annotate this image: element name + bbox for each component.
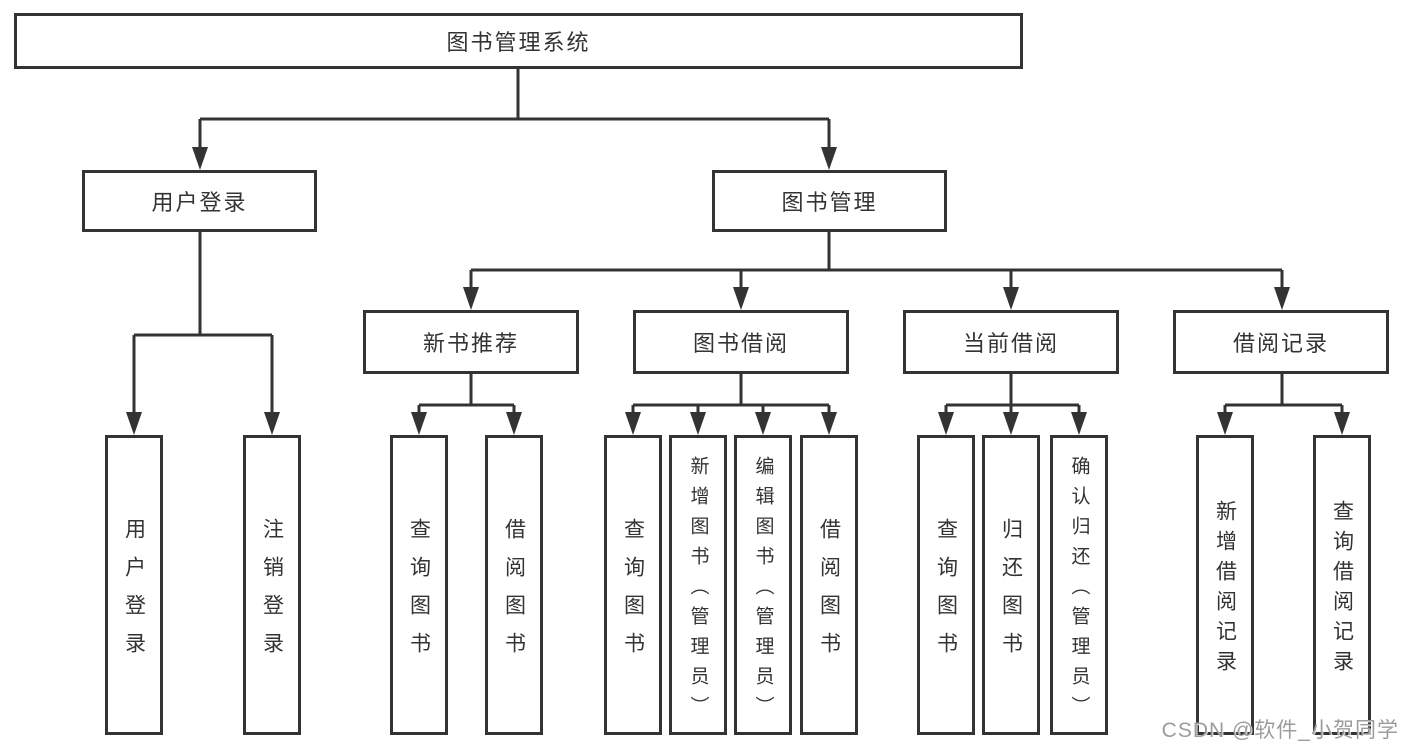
node-root: 图书管理系统 bbox=[14, 13, 1023, 69]
connector-root-to-level2 bbox=[192, 69, 837, 170]
node-new-book-rec-label: 新书推荐 bbox=[422, 331, 519, 356]
node-root-label: 图书管理系统 bbox=[446, 30, 591, 55]
connector-book-borrow-children bbox=[625, 374, 837, 435]
leaf-borrow-books-2-label: 借阅图书 bbox=[817, 517, 841, 670]
leaf-query-books-3-label: 查询图书 bbox=[934, 517, 958, 670]
connector-new-book-rec-children bbox=[411, 374, 522, 435]
arrowhead bbox=[733, 287, 749, 310]
arrowhead bbox=[126, 412, 142, 435]
node-user-login: 用户登录 bbox=[82, 170, 317, 232]
leaf-query-borrow-record: 查询借阅记录 bbox=[1313, 435, 1371, 735]
arrowhead bbox=[192, 147, 208, 170]
arrowhead bbox=[821, 147, 837, 170]
connector-user-login-children bbox=[126, 232, 280, 435]
leaf-confirm-return-admin: 确认归还（管理员） bbox=[1050, 435, 1108, 735]
arrowhead bbox=[1003, 412, 1019, 435]
node-book-mgmt: 图书管理 bbox=[712, 170, 947, 232]
leaf-add-borrow-record: 新增借阅记录 bbox=[1196, 435, 1254, 735]
arrowhead bbox=[755, 412, 771, 435]
arrowhead bbox=[463, 287, 479, 310]
connector-current-borrow-children bbox=[938, 374, 1087, 435]
node-book-borrow: 图书借阅 bbox=[633, 310, 849, 374]
connector-borrow-records-children bbox=[1217, 374, 1350, 435]
arrowhead bbox=[1274, 287, 1290, 310]
leaf-add-borrow-record-label: 新增借阅记录 bbox=[1213, 499, 1237, 680]
arrowhead bbox=[690, 412, 706, 435]
leaf-add-book-admin: 新增图书（管理员） bbox=[669, 435, 727, 735]
leaf-query-borrow-record-label: 查询借阅记录 bbox=[1330, 499, 1354, 680]
node-new-book-rec: 新书推荐 bbox=[363, 310, 579, 374]
arrowhead bbox=[625, 412, 641, 435]
leaf-borrow-books-2: 借阅图书 bbox=[800, 435, 858, 735]
leaf-logout: 注销登录 bbox=[243, 435, 301, 735]
leaf-user-login: 用户登录 bbox=[105, 435, 163, 735]
connector-book-mgmt-children bbox=[463, 232, 1290, 310]
arrowhead bbox=[1334, 412, 1350, 435]
arrowhead bbox=[411, 412, 427, 435]
node-book-mgmt-label: 图书管理 bbox=[781, 190, 878, 215]
leaf-confirm-return-admin-label: 确认归还（管理员） bbox=[1068, 455, 1090, 726]
arrowhead bbox=[1071, 412, 1087, 435]
arrowhead bbox=[821, 412, 837, 435]
leaf-borrow-books-1: 借阅图书 bbox=[485, 435, 543, 735]
leaf-add-book-admin-label: 新增图书（管理员） bbox=[687, 455, 709, 726]
leaf-query-books-3: 查询图书 bbox=[917, 435, 975, 735]
leaf-edit-book-admin: 编辑图书（管理员） bbox=[734, 435, 792, 735]
leaf-logout-label: 注销登录 bbox=[260, 517, 284, 670]
csdn-watermark: CSDN @软件_小贺同学 bbox=[1161, 719, 1399, 742]
leaf-edit-book-admin-label: 编辑图书（管理员） bbox=[752, 455, 774, 726]
node-book-borrow-label: 图书借阅 bbox=[692, 331, 789, 356]
leaf-borrow-books-1-label: 借阅图书 bbox=[502, 517, 526, 670]
arrowhead bbox=[1003, 287, 1019, 310]
node-user-login-label: 用户登录 bbox=[151, 190, 248, 215]
node-borrow-records-label: 借阅记录 bbox=[1232, 331, 1329, 356]
arrowhead bbox=[938, 412, 954, 435]
node-borrow-records: 借阅记录 bbox=[1173, 310, 1389, 374]
leaf-query-books-2-label: 查询图书 bbox=[621, 517, 645, 670]
leaf-query-books-2: 查询图书 bbox=[604, 435, 662, 735]
leaf-user-login-label: 用户登录 bbox=[122, 517, 146, 670]
leaf-query-books-1: 查询图书 bbox=[390, 435, 448, 735]
leaf-query-books-1-label: 查询图书 bbox=[407, 517, 431, 670]
node-current-borrow: 当前借阅 bbox=[903, 310, 1119, 374]
arrowhead bbox=[264, 412, 280, 435]
arrowhead bbox=[1217, 412, 1233, 435]
leaf-return-book: 归还图书 bbox=[982, 435, 1040, 735]
leaf-return-book-label: 归还图书 bbox=[999, 517, 1023, 670]
arrowhead bbox=[506, 412, 522, 435]
node-current-borrow-label: 当前借阅 bbox=[962, 331, 1059, 356]
